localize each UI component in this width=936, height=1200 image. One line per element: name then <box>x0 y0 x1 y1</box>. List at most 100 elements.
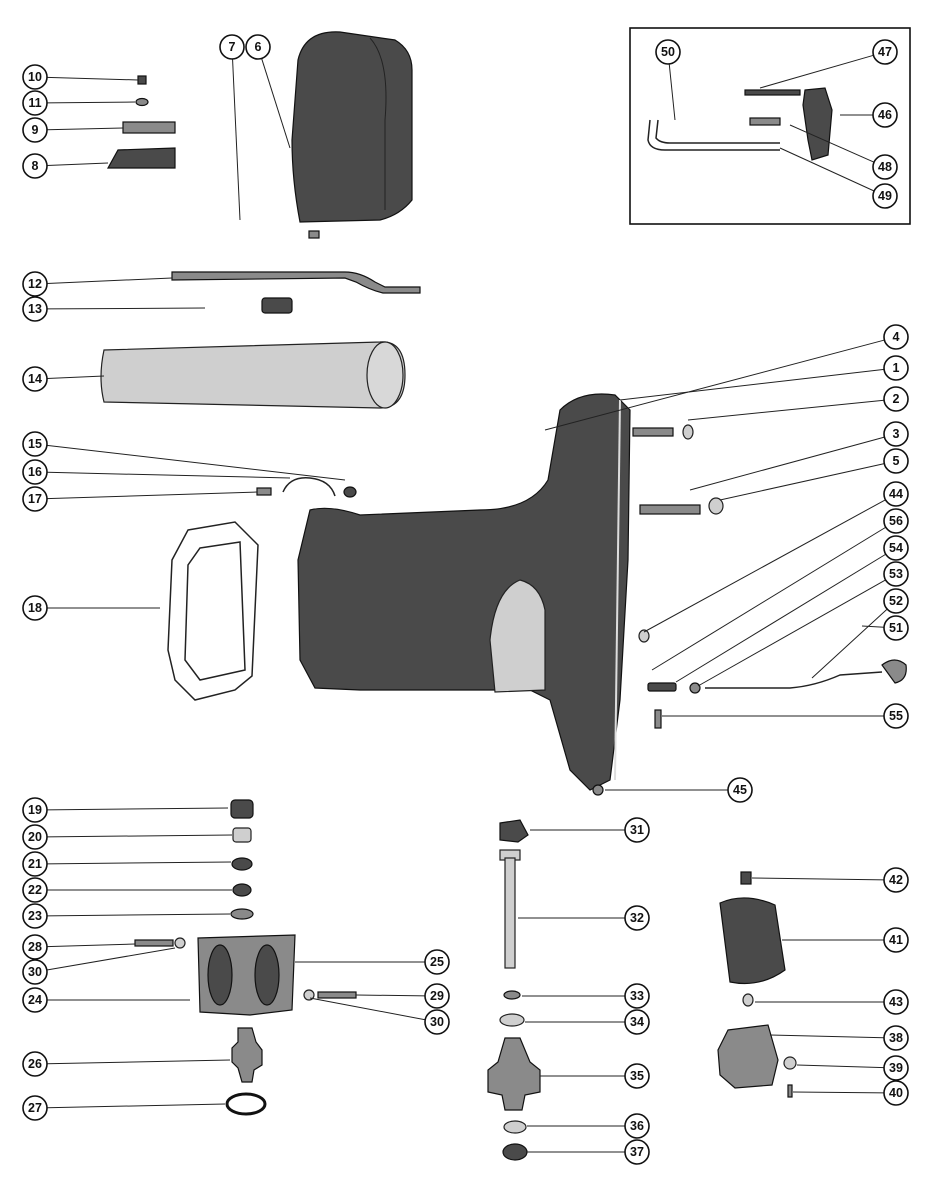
leader-line-44 <box>643 499 886 633</box>
driveshaft-stack <box>487 819 541 1161</box>
callout-51: 51 <box>883 615 909 641</box>
propeller-parts <box>717 871 797 1098</box>
leader-line-14 <box>46 375 105 379</box>
leader-line-7 <box>232 58 241 221</box>
shift-rod <box>171 271 421 294</box>
exhaust-tube <box>100 341 406 409</box>
callout-number: 30 <box>28 965 42 979</box>
leader-line-21 <box>46 861 232 865</box>
studs <box>632 424 724 515</box>
callout-5: 5 <box>883 448 909 474</box>
callout-number: 13 <box>28 302 42 316</box>
callout-circle <box>883 355 909 381</box>
callout-number: 1 <box>893 361 900 375</box>
callout-number: 54 <box>889 541 903 555</box>
leader-line-56 <box>651 526 887 671</box>
leader-line-23 <box>46 913 231 917</box>
leader-line-6 <box>261 58 291 149</box>
leader-line-47 <box>759 54 874 89</box>
leader-line-15 <box>46 444 346 481</box>
callout-number: 33 <box>630 989 644 1003</box>
leader-line-27 <box>46 1103 226 1109</box>
callout-circle <box>883 927 909 953</box>
inset-frame <box>629 27 911 225</box>
callout-circle <box>883 867 909 893</box>
leader-line-26 <box>46 1059 231 1065</box>
callout-18: 18 <box>22 595 48 621</box>
callout-35: 35 <box>624 1063 650 1089</box>
callout-number: 14 <box>28 372 42 386</box>
callout-13: 13 <box>22 296 48 322</box>
callout-number: 12 <box>28 277 42 291</box>
callout-circle <box>22 366 48 392</box>
callout-43: 43 <box>883 989 909 1015</box>
callout-11: 11 <box>22 90 48 116</box>
callout-23: 23 <box>22 903 48 929</box>
callout-number: 41 <box>889 933 903 947</box>
callout-30: 30 <box>424 1009 450 1035</box>
leader-line-42 <box>751 877 885 881</box>
callout-circle <box>22 877 48 903</box>
leader-line-10 <box>46 76 139 81</box>
callout-27: 27 <box>22 1095 48 1121</box>
callout-circle <box>22 824 48 850</box>
callout-47: 47 <box>872 39 898 65</box>
callout-circle <box>22 959 48 985</box>
callout-circle <box>22 117 48 143</box>
callout-number: 37 <box>630 1145 644 1159</box>
exhaust-cover <box>291 31 413 239</box>
callout-number: 24 <box>28 993 42 1007</box>
callout-number: 31 <box>630 823 644 837</box>
leader-line-30 <box>46 947 176 971</box>
leader-line-17 <box>46 491 258 500</box>
callout-number: 42 <box>889 873 903 887</box>
callout-3: 3 <box>883 421 909 447</box>
callout-circle <box>245 34 271 60</box>
leader-line-19 <box>46 807 229 811</box>
small-parts-top-left <box>106 75 176 169</box>
callout-number: 44 <box>889 487 903 501</box>
callout-16: 16 <box>22 459 48 485</box>
callout-7: 7 <box>219 34 245 60</box>
callout-2: 2 <box>883 386 909 412</box>
callout-number: 3 <box>893 427 900 441</box>
leader-line-8 <box>46 162 109 167</box>
callout-circle <box>22 934 48 960</box>
callout-circle <box>624 817 650 843</box>
callout-circle <box>883 535 909 561</box>
callout-number: 6 <box>255 40 262 54</box>
leader-line-20 <box>46 834 233 838</box>
callout-circle <box>872 154 898 180</box>
callout-number: 17 <box>28 492 42 506</box>
callout-circle <box>22 1095 48 1121</box>
callout-53: 53 <box>883 561 909 587</box>
callout-circle <box>872 102 898 128</box>
inset-shift-linkage <box>647 87 833 161</box>
callout-36: 36 <box>624 1113 650 1139</box>
callout-number: 51 <box>889 621 903 635</box>
callout-21: 21 <box>22 851 48 877</box>
leader-line-1 <box>619 368 885 401</box>
callout-37: 37 <box>624 1139 650 1165</box>
callout-number: 8 <box>32 159 39 173</box>
callout-40: 40 <box>883 1080 909 1106</box>
callout-41: 41 <box>883 927 909 953</box>
leader-line-54 <box>675 553 887 683</box>
callout-number: 11 <box>28 96 41 110</box>
callout-circle <box>883 615 909 641</box>
callout-number: 48 <box>878 160 892 174</box>
callout-24: 24 <box>22 987 48 1013</box>
callout-circle <box>424 983 450 1009</box>
leader-line-2 <box>687 399 885 421</box>
callout-49: 49 <box>872 183 898 209</box>
callout-circle <box>883 508 909 534</box>
callout-number: 45 <box>733 783 747 797</box>
callout-number: 53 <box>889 567 903 581</box>
callout-32: 32 <box>624 905 650 931</box>
callout-circle <box>22 90 48 116</box>
callout-number: 21 <box>28 857 42 871</box>
callout-28: 28 <box>22 934 48 960</box>
callout-circle <box>22 987 48 1013</box>
leader-line-48 <box>789 124 875 163</box>
